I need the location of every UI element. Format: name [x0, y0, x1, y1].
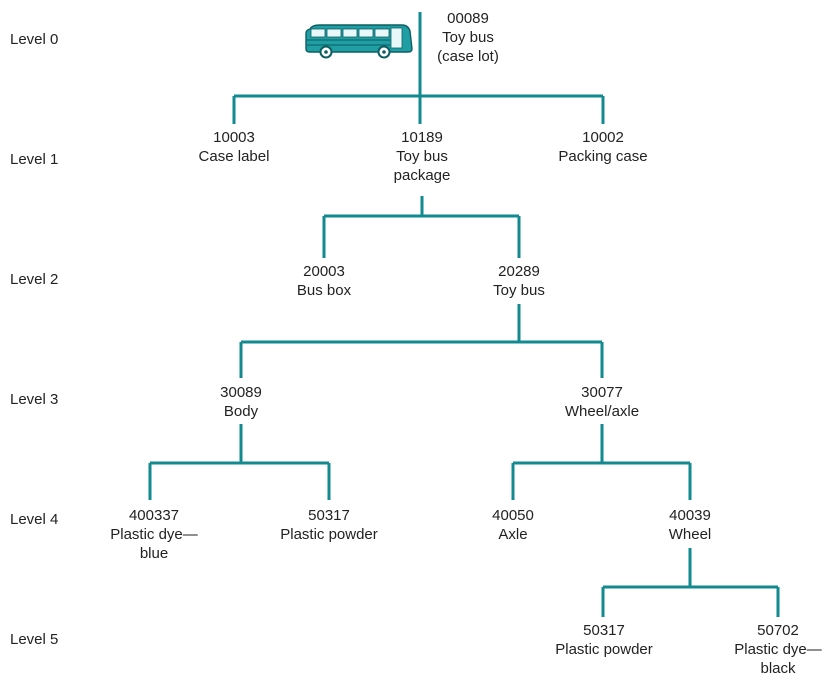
item-code: 30089 [220, 384, 262, 401]
node-20003: 20003 Bus box [297, 262, 351, 300]
item-code: 40050 [492, 507, 534, 524]
node-50317-level5: 50317 Plastic powder [555, 621, 653, 659]
item-code: 10189 [401, 129, 443, 146]
item-name: Body [223, 403, 259, 420]
item-name: Toy bus [493, 282, 545, 299]
item-name-line2: blue [139, 545, 169, 562]
node-40039: 40039 Wheel [669, 506, 712, 544]
item-code: 40039 [669, 507, 711, 524]
item-code: 10002 [582, 129, 624, 146]
level-label-5: Level 5 [10, 631, 59, 648]
item-name: Packing case [558, 148, 648, 165]
bus-icon [305, 24, 413, 59]
item-code: 10003 [213, 129, 255, 146]
item-code: 20289 [498, 263, 540, 280]
node-20289: 20289 Toy bus [493, 262, 545, 300]
node-400337: 400337 Plastic dye— blue [110, 506, 198, 563]
item-name: Case label [198, 148, 270, 165]
node-00089: 00089 Toy bus (case lot) [437, 9, 499, 66]
item-name: Plastic powder [555, 641, 653, 658]
level-label-1: Level 1 [10, 151, 59, 168]
item-name: Toy bus [442, 29, 494, 46]
item-name: Axle [498, 526, 528, 543]
node-40050: 40050 Axle [492, 506, 534, 544]
node-10002: 10002 Packing case [558, 128, 647, 166]
level-label-0: Level 0 [10, 31, 59, 48]
item-code: 50317 [308, 507, 350, 524]
node-10189: 10189 Toy bus package [394, 128, 451, 185]
level-label-2: Level 2 [10, 271, 59, 288]
item-name-line2: (case lot) [437, 48, 499, 65]
item-name: Wheel/axle [564, 403, 640, 420]
item-code: 00089 [447, 10, 489, 27]
node-10003: 10003 Case label [199, 128, 270, 166]
level-label-3: Level 3 [10, 391, 59, 408]
level-label-4: Level 4 [10, 511, 59, 528]
node-30077: 30077 Wheel/axle [565, 383, 639, 421]
node-50317-level4: 50317 Plastic powder [280, 506, 378, 544]
node-30089: 30089 Body [220, 383, 262, 421]
item-name-line2: black [760, 660, 796, 677]
item-name: Bus box [296, 282, 352, 299]
item-name-line2: package [393, 167, 451, 184]
item-code: 50702 [757, 622, 799, 639]
item-name: Plastic dye— [110, 526, 198, 543]
item-code: 50317 [583, 622, 625, 639]
item-name: Plastic powder [280, 526, 378, 543]
item-name: Wheel [668, 526, 712, 543]
item-code: 20003 [303, 263, 345, 280]
item-name: Plastic dye— [734, 641, 822, 658]
item-code: 30077 [581, 384, 623, 401]
item-code: 400337 [128, 507, 180, 524]
node-50702: 50702 Plastic dye— black [734, 621, 822, 678]
item-name: Toy bus [396, 148, 448, 165]
